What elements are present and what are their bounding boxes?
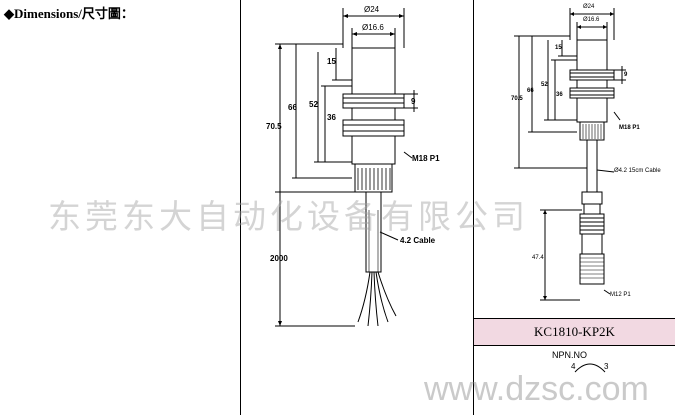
left-dim-d16: Ø16.6 bbox=[362, 23, 384, 32]
left-dim-15: 15 bbox=[327, 57, 336, 66]
right-thread-label: M18 P1 bbox=[619, 125, 640, 131]
left-dim-9: 9 bbox=[411, 97, 416, 106]
right-dim-70-5: 70.5 bbox=[511, 96, 523, 102]
right-dim-36: 36 bbox=[556, 92, 563, 98]
right-dim-d24: Ø24 bbox=[583, 4, 595, 10]
right-cable-label: Ø4.2 15cm Cable bbox=[614, 168, 661, 174]
heading-text: Dimensions/尺寸圖： bbox=[14, 6, 134, 21]
right-dim-66: 66 bbox=[527, 88, 534, 94]
right-dim-9: 9 bbox=[624, 72, 628, 78]
diamond-bullet-icon: ◆ bbox=[4, 6, 14, 21]
wiring-pin-4: 4 bbox=[571, 362, 576, 371]
left-dim-36: 36 bbox=[327, 113, 336, 122]
left-cable-label: 4.2 Cable bbox=[400, 236, 436, 245]
right-dim-d16: Ø16.6 bbox=[583, 17, 600, 23]
left-dim-66: 66 bbox=[288, 103, 297, 112]
right-dim-15: 15 bbox=[555, 45, 562, 51]
product-model: KC1810-KP2K bbox=[534, 324, 615, 339]
product-model-band: KC1810-KP2K bbox=[474, 318, 675, 346]
left-dim-d24: Ø24 bbox=[364, 5, 380, 14]
left-dim-70-5: 70.5 bbox=[266, 122, 282, 131]
right-dim-47-4: 47.4 bbox=[532, 255, 544, 261]
wiring-pin-3: 3 bbox=[604, 362, 609, 371]
right-dim-52: 52 bbox=[541, 82, 548, 88]
section-heading: ◆Dimensions/尺寸圖： bbox=[4, 3, 134, 22]
column-divider-left bbox=[240, 0, 241, 415]
wiring-label: NPN.NO bbox=[552, 350, 588, 360]
left-dim-52: 52 bbox=[309, 100, 318, 109]
right-connector-thread: M12 P1 bbox=[610, 292, 631, 298]
left-thread-label: M18 P1 bbox=[412, 154, 440, 163]
column-divider-right bbox=[473, 0, 474, 415]
left-dim-2000: 2000 bbox=[270, 254, 288, 263]
